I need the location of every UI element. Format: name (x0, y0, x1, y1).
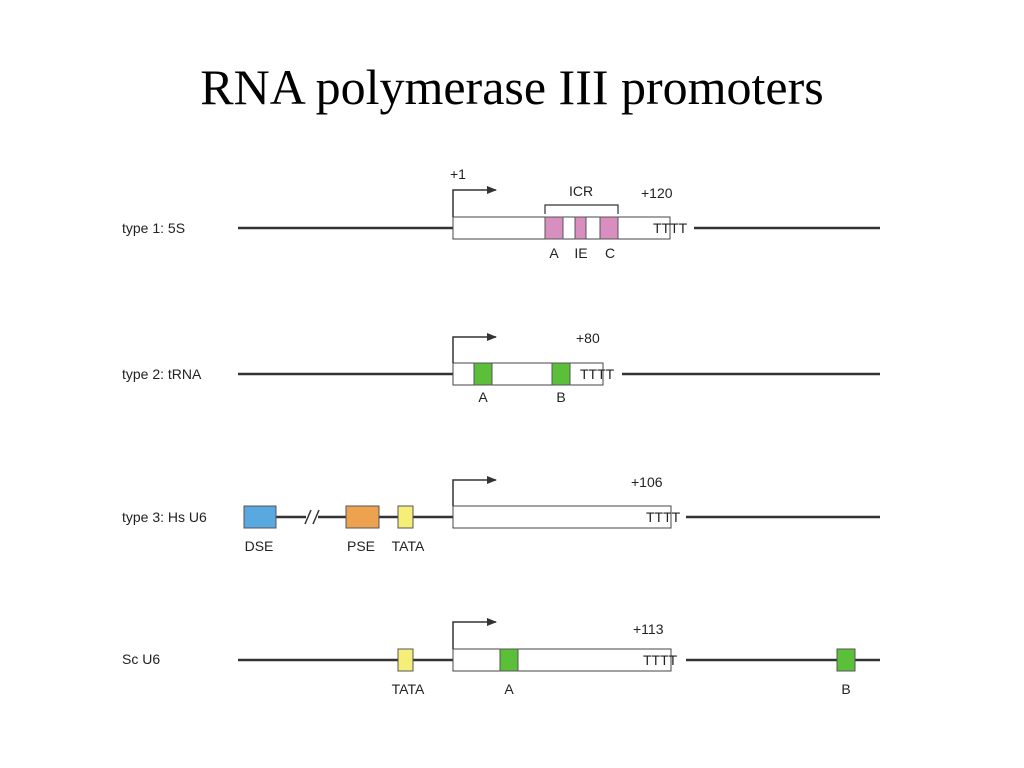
row-scu6: Sc U6 +113 TTTT TATA A B (122, 618, 880, 697)
element-label-dse: DSE (245, 538, 274, 554)
element-label-b: B (841, 681, 850, 697)
icr-bracket (544, 204, 619, 214)
element-label-a: A (478, 389, 488, 405)
box-a-element (499, 648, 519, 672)
row-type1: type 1: 5S +1 ICR +120 TTTT A IE C (122, 166, 880, 261)
row-type3: type 3: Hs U6 +106 TTTT DSE PSE TATA (122, 474, 880, 554)
end-position-label: +106 (631, 474, 663, 490)
box-a-element (544, 216, 564, 240)
pse-element (345, 505, 380, 529)
row-scu6-label: Sc U6 (122, 651, 160, 667)
tata-element (397, 505, 414, 529)
row-type1-label: type 1: 5S (122, 220, 185, 236)
terminator-label: TTTT (643, 652, 678, 668)
transcription-start-arrow (452, 333, 497, 363)
terminator-label: TTTT (653, 220, 688, 236)
end-position-label: +113 (633, 621, 664, 637)
transcription-start-arrow (452, 476, 497, 506)
transcription-start-arrow (452, 186, 497, 217)
terminator-label: TTTT (580, 366, 615, 382)
transcription-start-arrow (452, 618, 497, 649)
end-position-label: +120 (641, 185, 673, 201)
element-label-tata: TATA (392, 538, 425, 554)
element-label-tata: TATA (392, 681, 425, 697)
icr-label: ICR (569, 183, 593, 199)
box-c-element (599, 216, 619, 240)
box-b-element (551, 362, 571, 386)
box-a-element (473, 362, 493, 386)
element-label-c: C (605, 245, 615, 261)
break-mark (304, 509, 320, 525)
slide-title: RNA polymerase III promoters (200, 59, 824, 115)
row-type3-label: type 3: Hs U6 (122, 509, 207, 525)
transcribed-region (452, 648, 672, 672)
terminator-label: TTTT (646, 509, 681, 525)
element-label-ie: IE (574, 245, 587, 261)
dse-element (243, 505, 277, 529)
transcribed-region (452, 505, 672, 529)
element-label-pse: PSE (347, 538, 375, 554)
start-site-label: +1 (450, 166, 466, 182)
end-position-label: +80 (576, 330, 600, 346)
tata-element (397, 648, 414, 672)
element-label-a: A (549, 245, 559, 261)
ie-element (574, 216, 587, 240)
element-label-a: A (504, 681, 514, 697)
element-label-b: B (556, 389, 565, 405)
row-type2: type 2: tRNA +80 TTTT A B (122, 330, 880, 405)
box-b-element (836, 648, 856, 672)
row-type2-label: type 2: tRNA (122, 366, 202, 382)
